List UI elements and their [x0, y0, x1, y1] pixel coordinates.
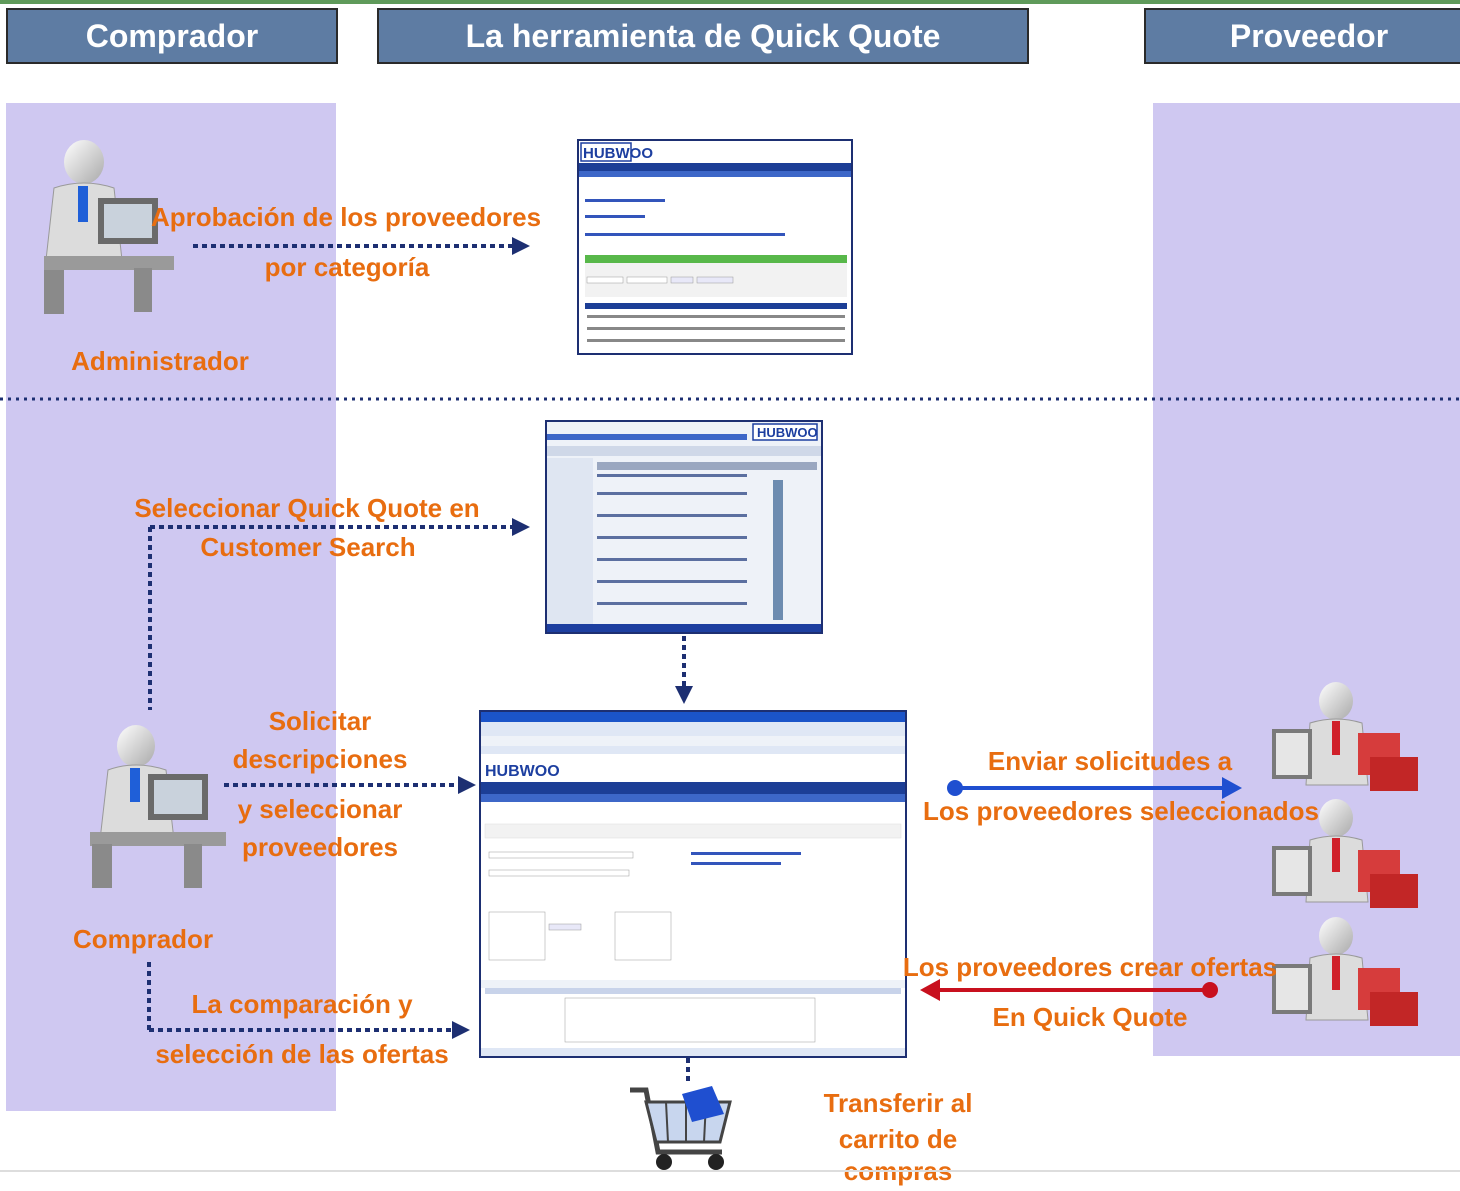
admin-screenshot: HUBWOO [577, 139, 853, 355]
offers-label-line1: Los proveedores crear ofertas [902, 952, 1278, 982]
request-label-line1: Solicitar [268, 706, 372, 736]
send-label-line2: Los proveedores seleccionados [923, 796, 1319, 826]
approval-label-line2: por categoría [264, 252, 430, 282]
select-qq-label-line2: Customer Search [200, 532, 416, 562]
shopping-cart-icon [630, 1086, 732, 1170]
footer-divider [0, 1170, 1460, 1172]
top-accent-line [0, 0, 1460, 4]
send-label-line1: Enviar solicitudes a [987, 746, 1233, 776]
customer-search-screenshot: HUBWOO [545, 420, 823, 634]
supplier-person-icon [1272, 917, 1418, 1026]
header-buyer: Comprador [6, 8, 338, 64]
select-qq-label-line1: Seleccionar Quick Quote en [134, 493, 480, 523]
buyer-person-icon [90, 725, 226, 888]
header-supplier: Proveedor [1144, 8, 1460, 64]
admin-logo: HUBWOO [583, 145, 653, 162]
approval-label-line1: Aprobación de los proveedores [150, 202, 542, 232]
buyer-person-label: Comprador [72, 924, 214, 954]
transfer-label-line2: carrito de [838, 1124, 958, 1154]
request-label-line2: descripciones [232, 744, 408, 774]
header-tool: La herramienta de Quick Quote [377, 8, 1029, 64]
search-logo: HUBWOO [757, 425, 818, 440]
compare-label-line1: La comparación y [191, 989, 413, 1019]
offers-label-line2: En Quick Quote [992, 1002, 1188, 1032]
supplier-person-icon [1272, 799, 1418, 908]
administrator-label: Administrador [71, 346, 249, 376]
request-logo: HUBWOO [485, 763, 560, 780]
transfer-label-line1: Transferir al [823, 1088, 973, 1118]
request-details-screenshot: HUBWOO [479, 710, 907, 1058]
request-label-line4: proveedores [241, 832, 399, 862]
administrator-person-icon [44, 140, 174, 314]
supplier-person-icon [1272, 682, 1418, 791]
compare-label-line2: selección de las ofertas [155, 1039, 449, 1069]
request-label-line3: y seleccionar [237, 794, 403, 824]
